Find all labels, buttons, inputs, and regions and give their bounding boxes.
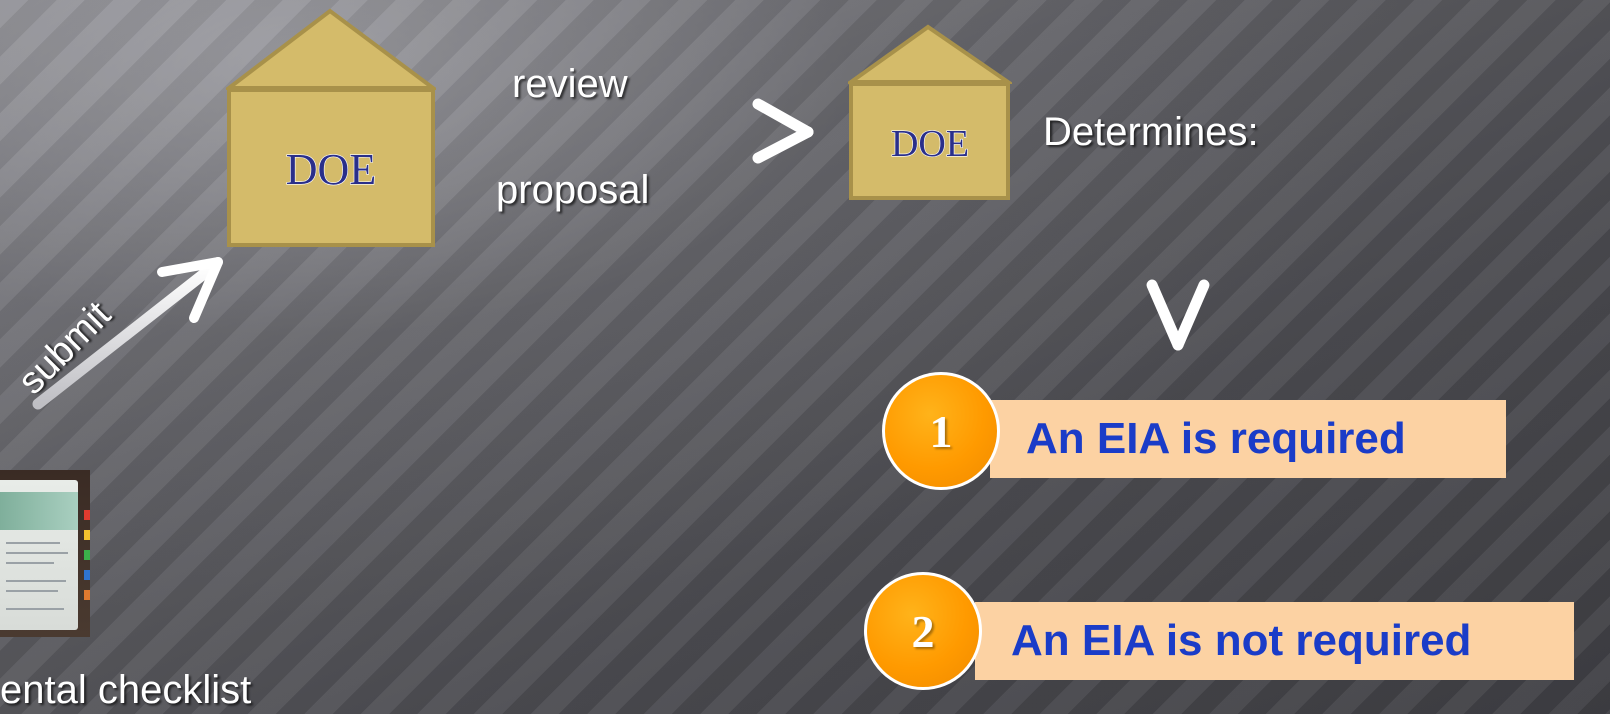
checklist-line bbox=[6, 608, 64, 610]
option-2-circle: 2 bbox=[864, 572, 982, 690]
option-1-number: 1 bbox=[929, 405, 953, 457]
determines-label: Determines: bbox=[1043, 110, 1259, 154]
down-arrow bbox=[1146, 176, 1210, 351]
doe-house-right: DOE bbox=[848, 24, 1012, 202]
checklist-line bbox=[6, 580, 66, 582]
review-label: review bbox=[512, 62, 628, 106]
option-required-box: An EIA is required bbox=[990, 400, 1506, 478]
submit-arrow bbox=[32, 257, 223, 410]
checklist-cover-band bbox=[0, 492, 78, 530]
checklist-tab bbox=[84, 530, 90, 540]
checklist-line bbox=[6, 590, 58, 592]
doe-house-left: DOE bbox=[226, 8, 436, 248]
checklist-page bbox=[0, 480, 78, 630]
checklist-caption: ental checklist bbox=[0, 668, 252, 712]
proposal-label: proposal bbox=[496, 168, 650, 212]
checklist-line bbox=[6, 542, 60, 544]
checklist-tab bbox=[84, 550, 90, 560]
checklist-line bbox=[6, 562, 54, 564]
checklist-tab bbox=[84, 510, 90, 520]
doe-label-right: DOE bbox=[891, 123, 969, 165]
option-required-text: An EIA is required bbox=[1026, 414, 1406, 463]
option-2-number: 2 bbox=[911, 605, 935, 657]
checklist-tab bbox=[84, 590, 90, 600]
option-1-circle: 1 bbox=[882, 372, 1000, 490]
checklist-image bbox=[0, 470, 90, 637]
doe-label-left: DOE bbox=[286, 145, 376, 194]
review-arrow bbox=[439, 98, 814, 164]
checklist-tab bbox=[84, 570, 90, 580]
option-not-required-box: An EIA is not required bbox=[975, 602, 1574, 680]
option-not-required-text: An EIA is not required bbox=[1011, 616, 1472, 665]
checklist-line bbox=[6, 552, 68, 554]
